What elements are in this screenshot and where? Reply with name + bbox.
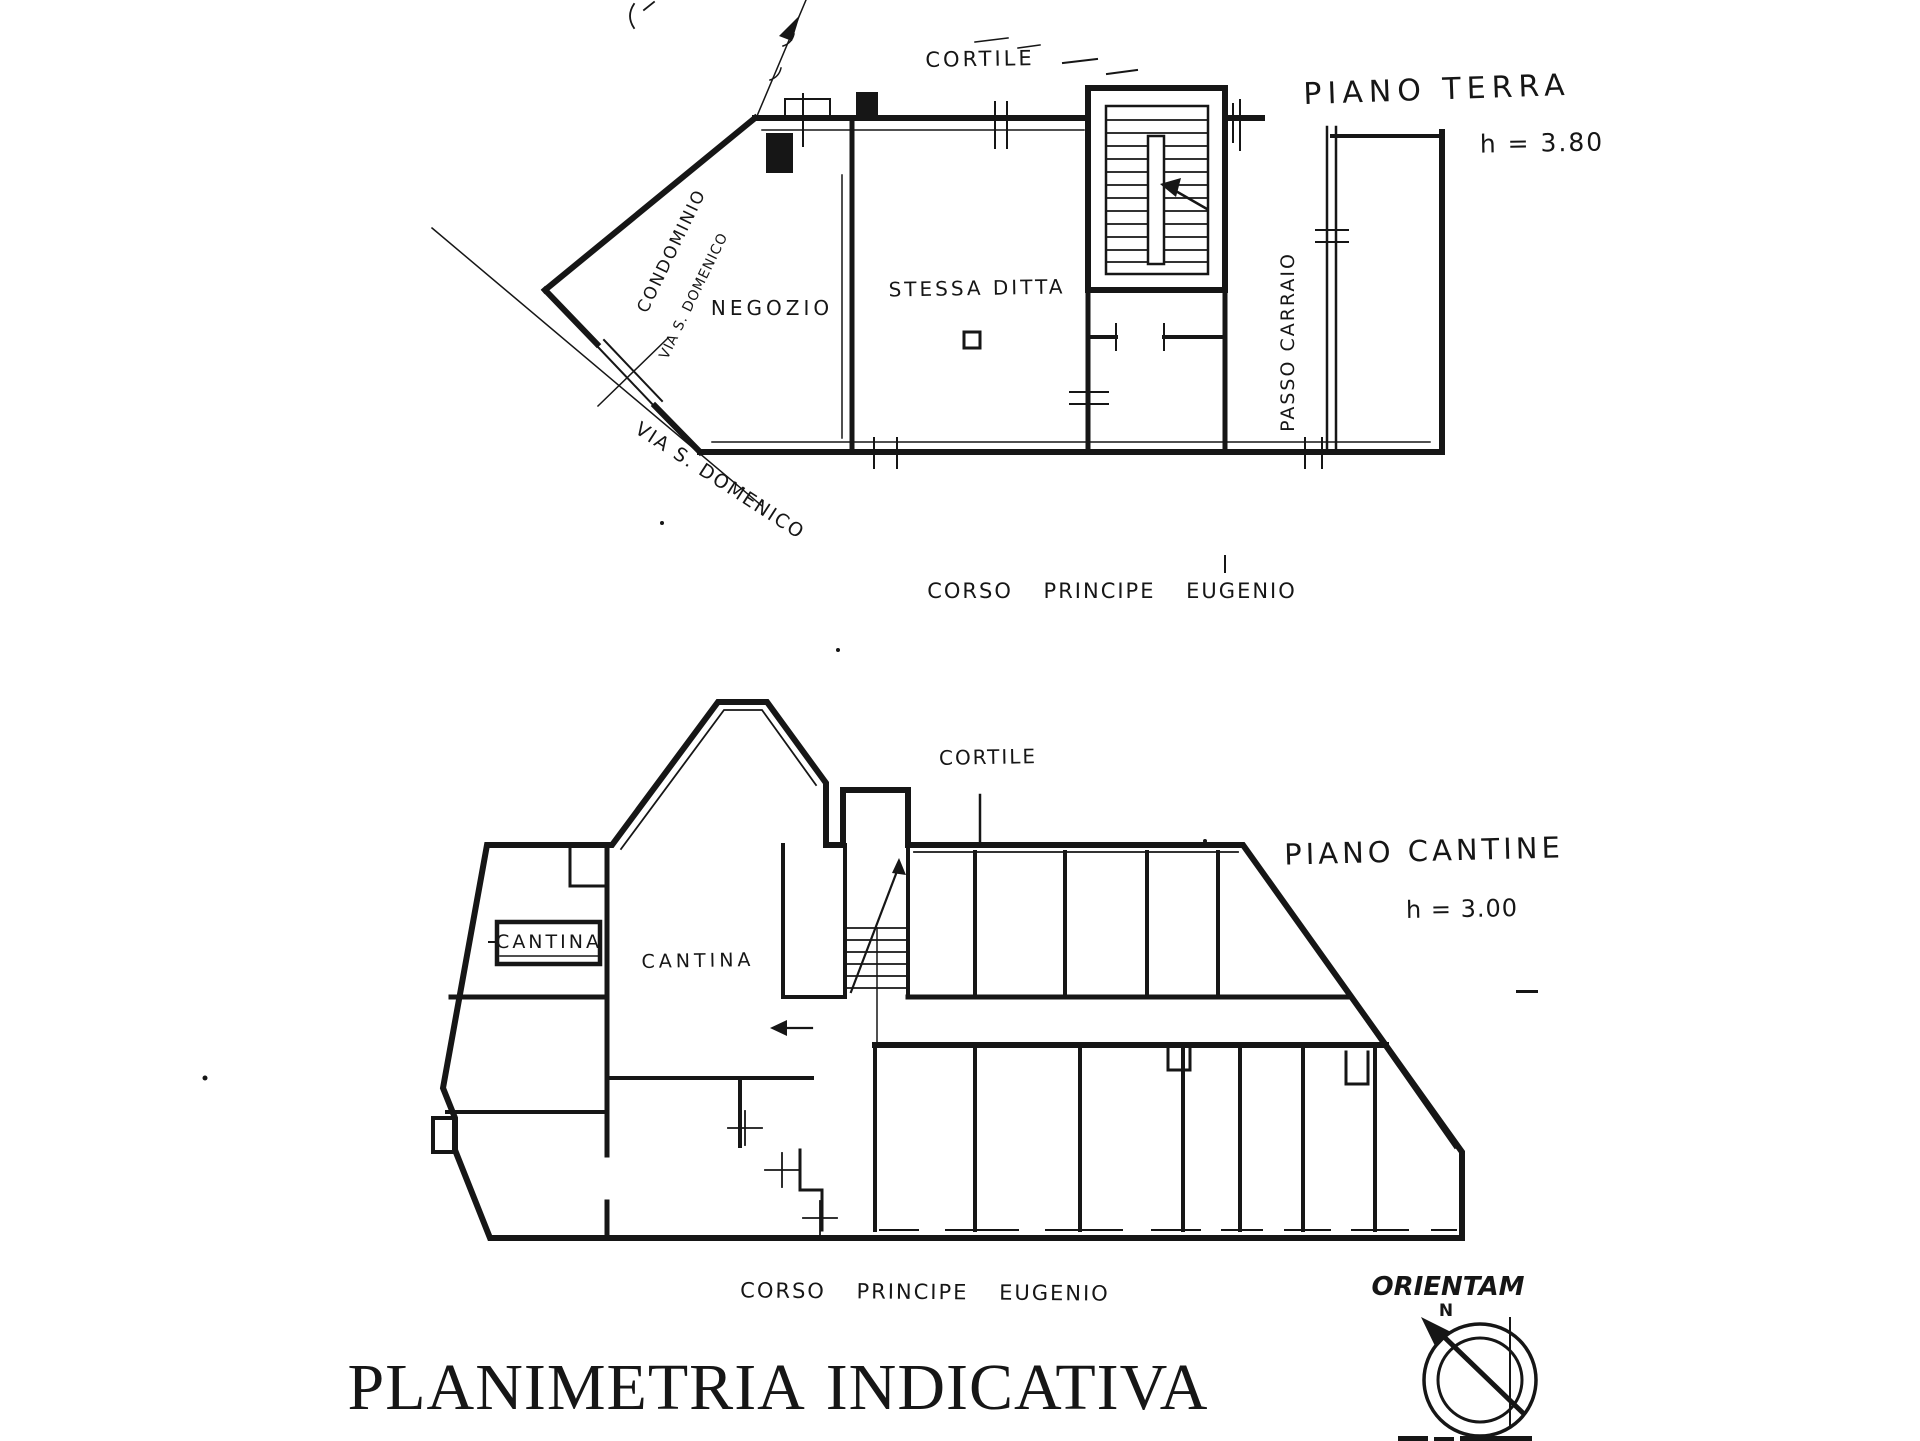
label-negozio: NEGOZIO — [710, 296, 834, 320]
label-corso-cantine: CORSO PRINCIPE EUGENIO — [740, 1278, 1110, 1306]
label-cortile-terra: CORTILE — [925, 46, 1035, 72]
label-north: N — [1438, 1301, 1454, 1321]
corridor-direction-arrow — [770, 1020, 787, 1036]
label-cantina: CANTINA — [641, 949, 755, 973]
piano-cantine-drawing — [431, 699, 1465, 1241]
page-title: PLANIMETRIA INDICATIVA — [347, 1351, 1209, 1424]
door-cross-marks — [727, 1110, 838, 1236]
label-passo-carraio: PASSO CARRAIO — [1277, 252, 1299, 432]
label-corso-terra: CORSO PRINCIPE EUGENIO — [927, 579, 1297, 603]
north-arrow — [1421, 1317, 1451, 1348]
label-height-terra: h = 3.80 — [1479, 127, 1605, 159]
label-cortile-cantine: CORTILE — [938, 744, 1038, 770]
scan-noise — [202, 521, 1538, 1081]
pillar — [962, 330, 982, 350]
label-orientamento: ORIENTAM — [1371, 1272, 1525, 1302]
cellar-stair-arrow — [892, 858, 906, 875]
piano-terra-drawing — [430, 0, 1445, 573]
stair-direction-arrow — [1160, 178, 1181, 197]
label-height-cantine: h = 3.00 — [1405, 894, 1519, 924]
compass-rose — [1398, 1317, 1538, 1441]
label-stessa-ditta: STESSA DITTA — [888, 274, 1066, 302]
label-cantina-boxed: CANTINA — [496, 931, 602, 953]
